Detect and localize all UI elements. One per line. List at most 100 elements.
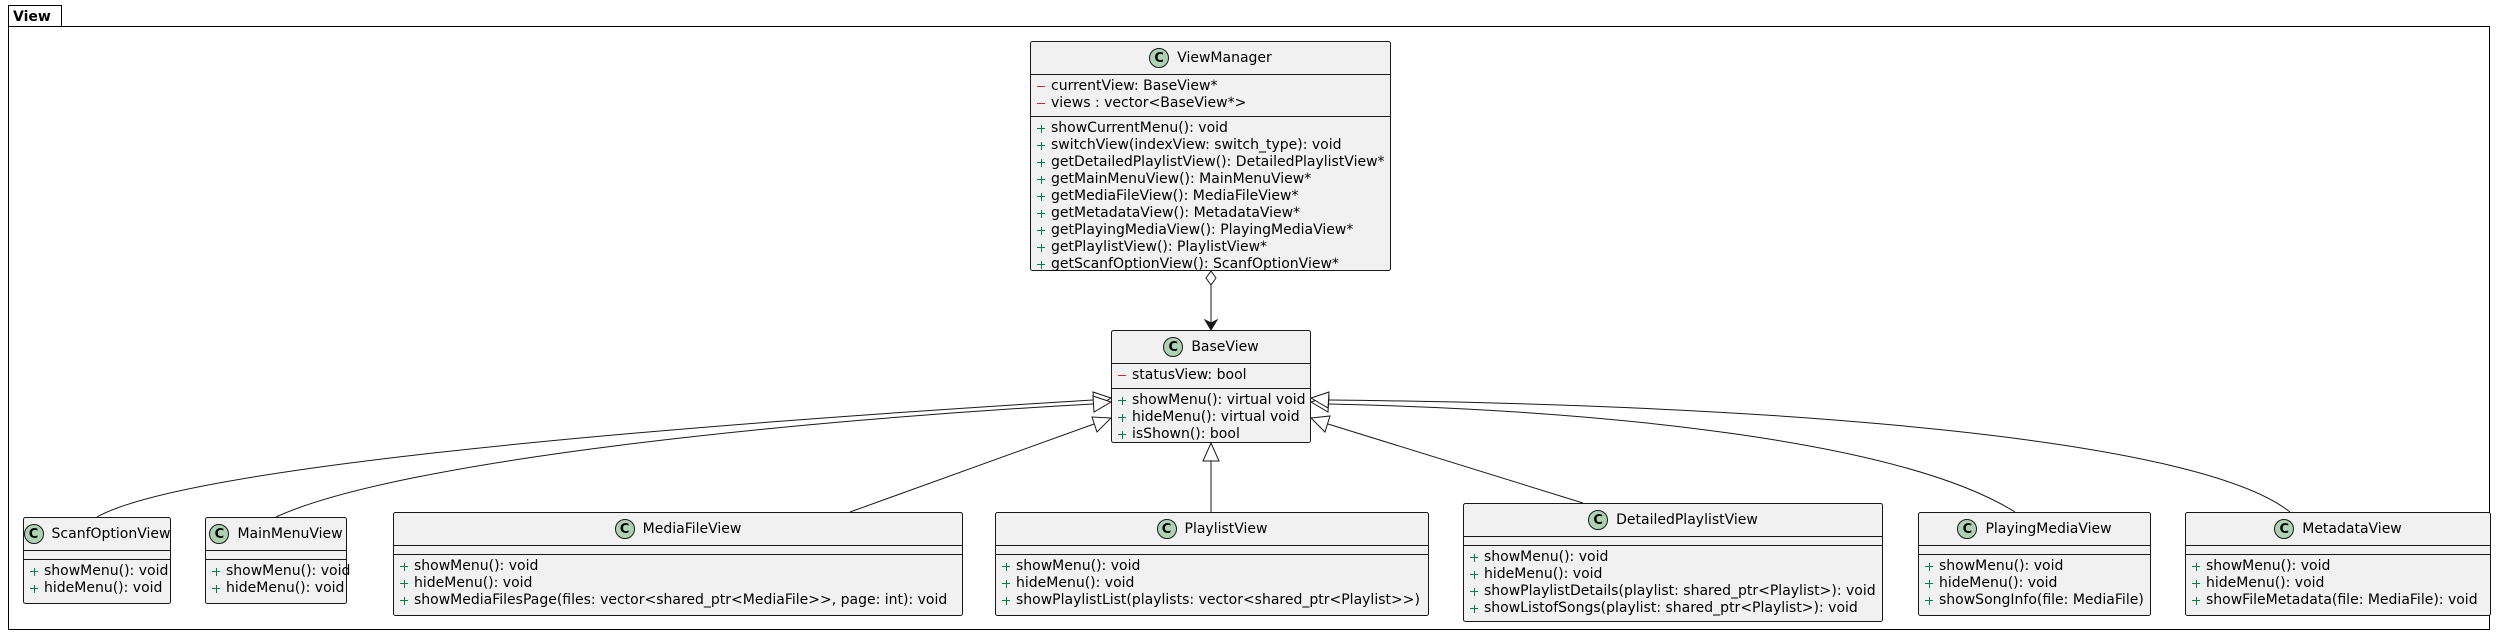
method-row: showSongInfo(file: MediaFile): [1925, 592, 2144, 609]
package-tab: View: [8, 5, 62, 27]
public-visibility-icon: [212, 567, 220, 576]
method-text: getScanfOptionView(): ScanfOptionView*: [1051, 256, 1339, 272]
method-row: showMenu(): void: [1002, 558, 1422, 575]
generalization-triangle-icon: [1202, 441, 1220, 462]
public-visibility-icon: [1118, 430, 1126, 439]
package-frame: [8, 26, 2490, 630]
method-row: showPlaylistDetails(playlist: shared_ptr…: [1470, 583, 1876, 600]
attribute-row: views : vector<BaseView*>: [1037, 95, 1384, 112]
method-row: hideMenu(): virtual void: [1118, 409, 1304, 426]
class-stereotype-icon: C: [1588, 510, 1609, 530]
public-visibility-icon: [400, 562, 408, 571]
private-visibility-icon: [1118, 372, 1126, 380]
method-text: getPlayingMediaView(): PlayingMediaView*: [1051, 222, 1354, 238]
public-visibility-icon: [1037, 243, 1045, 252]
public-visibility-icon: [1002, 579, 1010, 588]
attribute-row: statusView: bool: [1118, 367, 1304, 384]
method-text: showMenu(): void: [2206, 558, 2331, 574]
method-row: showCurrentMenu(): void: [1037, 120, 1384, 137]
public-visibility-icon: [1037, 226, 1045, 235]
method-text: showMenu(): void: [226, 563, 351, 579]
generalization-triangle-icon: [1092, 395, 1113, 413]
attributes-section: currentView: BaseView*views : vector<Bas…: [1031, 75, 1390, 117]
method-text: getDetailedPlaylistView(): DetailedPlayl…: [1051, 154, 1385, 170]
class-stereotype-icon: C: [23, 524, 44, 544]
method-row: hideMenu(): void: [2192, 575, 2484, 592]
class-stereotype-icon: C: [2274, 519, 2295, 539]
generalization-triangle-icon: [1309, 415, 1331, 433]
method-row: showListofSongs(playlist: shared_ptr<Pla…: [1470, 600, 1876, 617]
public-visibility-icon: [1002, 596, 1010, 605]
public-visibility-icon: [1037, 175, 1045, 184]
public-visibility-icon: [400, 596, 408, 605]
attribute-row: currentView: BaseView*: [1037, 78, 1384, 95]
public-visibility-icon: [1037, 209, 1045, 218]
generalization-line-detailedplaylistview: [1327, 423, 1584, 504]
class-name: MediaFileView: [642, 520, 742, 537]
generalization-line-mainmenuview: [275, 403, 1094, 518]
method-row: hideMenu(): void: [400, 575, 956, 592]
class-name: MetadataView: [2302, 520, 2402, 537]
method-row: hideMenu(): void: [212, 580, 344, 597]
class-stereotype-icon: C: [1957, 519, 1978, 539]
method-row: getPlayingMediaView(): PlayingMediaView*: [1037, 222, 1384, 239]
method-text: showPlaylistDetails(playlist: shared_ptr…: [1484, 583, 1876, 599]
method-row: showMenu(): virtual void: [1118, 392, 1306, 409]
public-visibility-icon: [2192, 579, 2200, 588]
generalization-line-scanfoptionview: [96, 399, 1094, 518]
method-row: hideMenu(): void: [1470, 566, 1876, 583]
public-visibility-icon: [212, 584, 220, 593]
class-name: PlayingMediaView: [1985, 520, 2112, 537]
class-name: BaseView: [1191, 338, 1259, 355]
method-text: switchView(indexView: switch_type): void: [1051, 137, 1342, 153]
attribute-text: currentView: BaseView*: [1051, 78, 1218, 94]
method-row: showMenu(): void: [1925, 558, 2144, 575]
public-visibility-icon: [30, 567, 38, 576]
method-text: isShown(): bool: [1132, 426, 1240, 442]
public-visibility-icon: [1037, 260, 1045, 269]
method-row: getScanfOptionView(): ScanfOptionView*: [1037, 256, 1384, 273]
generalization-line-metadataview: [1328, 399, 2291, 513]
private-visibility-icon: [1037, 100, 1045, 108]
method-row: isShown(): bool: [1118, 426, 1304, 443]
method-row: getMainMenuView(): MainMenuView*: [1037, 171, 1384, 188]
method-text: showMenu(): virtual void: [1132, 392, 1306, 408]
method-row: hideMenu(): void: [1925, 575, 2144, 592]
method-text: getMetadataView(): MetadataView*: [1051, 205, 1301, 221]
public-visibility-icon: [1037, 158, 1045, 167]
public-visibility-icon: [2192, 562, 2200, 571]
attribute-text: statusView: bool: [1132, 367, 1247, 383]
attributes-section-empty: [206, 551, 346, 560]
attributes-section-empty: [394, 546, 962, 555]
public-visibility-icon: [1118, 396, 1126, 405]
attributes-section-empty: [1919, 546, 2150, 555]
method-row: showPlaylistList(playlists: vector<share…: [1002, 592, 1422, 609]
method-text: showMenu(): void: [44, 563, 169, 579]
class-name: MainMenuView: [237, 525, 343, 542]
method-text: showListofSongs(playlist: shared_ptr<Pla…: [1484, 600, 1858, 616]
generalization-line-playingmediaview: [1328, 403, 2016, 513]
public-visibility-icon: [1925, 579, 1933, 588]
attributes-section-empty: [24, 551, 170, 560]
method-text: showCurrentMenu(): void: [1051, 120, 1228, 136]
